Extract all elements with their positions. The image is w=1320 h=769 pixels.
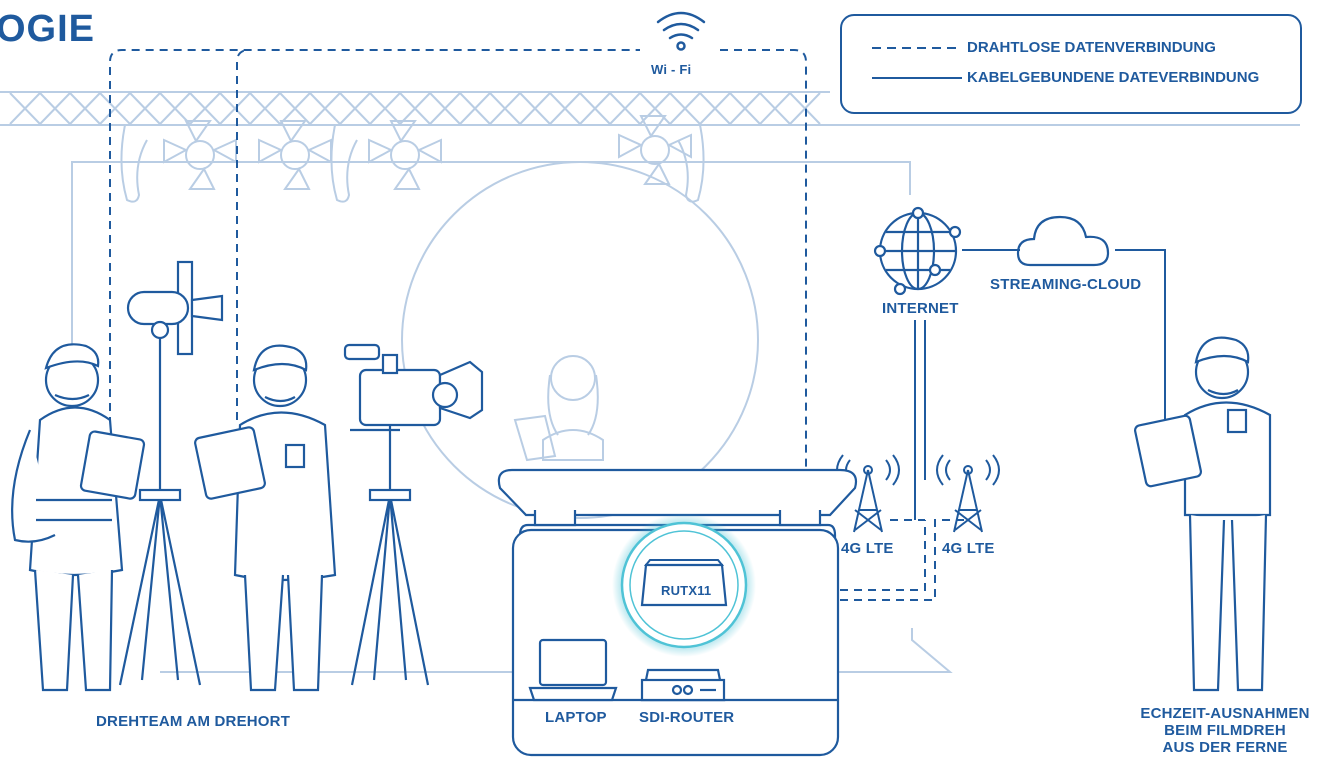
stage-light-4 (618, 115, 692, 185)
page-title: OGIE (0, 8, 96, 50)
spotlight-icon (118, 260, 224, 686)
wifi-icon (656, 11, 706, 51)
person-icon (11, 343, 146, 692)
legend-swatches (872, 47, 962, 79)
laptop-label: LAPTOP (545, 709, 607, 726)
crew-label: DREHTEAM AM DREHORT (96, 713, 291, 730)
cloud-icon (1016, 215, 1110, 267)
router-icon (612, 513, 756, 657)
laptop-icon (528, 638, 618, 702)
remote-label: ECHZEIT-AUSNAHMEN BEIM FILMDREH AUS DER … (1140, 705, 1310, 756)
presenter-figure (513, 355, 604, 462)
remote-label-line2: BEIM FILMDREH (1164, 722, 1286, 739)
globe-icon (873, 206, 962, 296)
sdi-router-icon (640, 668, 726, 702)
legend: DRAHTLOSE DATENVERBINDUNG KABELGEBUNDENE… (840, 14, 1302, 114)
sdi-router-label: SDI-ROUTER (639, 709, 735, 726)
person-icon (1133, 336, 1272, 692)
studio-background (0, 91, 1300, 673)
stage-light-2 (258, 120, 332, 190)
remote-label-line3: AUS DER FERNE (1162, 739, 1288, 756)
legend-wired-label: KABELGEBUNDENE DATEVERBINDUNG (967, 69, 1260, 86)
legend-wireless-label: DRAHTLOSE DATENVERBINDUNG (967, 39, 1216, 56)
stage-light-1 (163, 120, 237, 190)
wifi-label: Wi - Fi (651, 62, 692, 77)
internet-label: INTERNET (882, 300, 959, 317)
cloud-label: STREAMING-CLOUD (990, 276, 1142, 293)
stage-light-3 (368, 120, 442, 190)
lte-right-label: 4G LTE (942, 540, 995, 557)
antenna-icon (936, 454, 1000, 533)
lte-left-label: 4G LTE (841, 540, 894, 557)
remote-label-line1: ECHZEIT-AUSNAHMEN (1140, 705, 1310, 722)
router-label: RUTX11 (661, 583, 712, 598)
person-icon (194, 344, 337, 692)
wired-connections (571, 249, 1166, 660)
camera-icon (343, 343, 484, 686)
